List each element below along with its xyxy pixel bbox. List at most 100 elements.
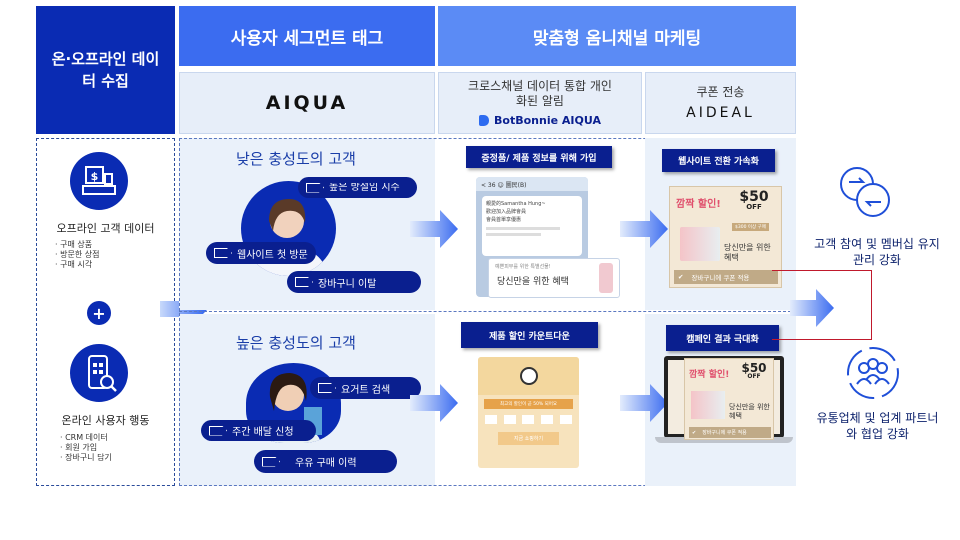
partner-group-icon [847, 347, 899, 399]
countdown-button: 지금 쇼핑하기 [498, 432, 559, 445]
aideal-logo: AIDEAL [686, 105, 755, 121]
coupon-amount: $50 [739, 189, 769, 205]
coupon-subheader-text: 쿠폰 전송 [696, 85, 745, 99]
segment-divider [179, 311, 796, 312]
chat-popup-small: 예쁜피부를 위한 특별선물! [495, 264, 551, 270]
list-item: · 회원 가입 [60, 443, 98, 452]
tag-icon [262, 456, 280, 467]
coupon-benefit: 당신만을 위한 혜택 [729, 403, 770, 420]
coupon-sale: 깜짝 할인! [676, 199, 721, 210]
high-segment-title: 높은 충성도의 고객 [236, 334, 356, 352]
segment-header-text: 사용자 세그먼트 태그 [230, 28, 384, 49]
offline-title: 오프라인 고객 데이터 [56, 222, 155, 235]
list-item: · 장바구니 담기 [60, 453, 112, 462]
arrow-high-to-coupon-icon [620, 384, 668, 422]
coupon-benefit: 당신만을 위한 혜택 [724, 243, 771, 262]
chat-bubble: 親愛的Samantha Hung~ 歡迎加入品牌會員 會員首單享優惠 [482, 196, 582, 256]
tag-icon [214, 248, 232, 258]
online-icon-circle [70, 344, 128, 402]
online-title: 온라인 사용자 행동 [61, 414, 150, 427]
coupon-sale: 깜짝 할인! [689, 370, 730, 380]
low-segment-title: 낮은 충성도의 고객 [236, 150, 356, 168]
offline-list: · 구매 상품 · 방문한 상점 · 구매 시각 [55, 240, 165, 270]
high-tag-3: 우유 구매 이력 [254, 450, 397, 473]
low-coupon-card: 깜짝 할인! $50 OFF $300 이상 구매 당신만을 위한 혜택 ✔ 장… [669, 186, 782, 288]
engagement-exchange-icon [840, 167, 890, 217]
collect-header-text: 온·오프라인 데이터 수집 [51, 50, 160, 90]
high-channel-tab: 제품 할인 카운트다운 [461, 322, 598, 348]
cross-channel-subheader: 크로스채널 데이터 통합 개인화된 알림 BotBonnie AIQUA [438, 72, 642, 134]
low-tag-2: 웹사이트 첫 방문 [206, 242, 316, 264]
botbonnie-icon [479, 114, 490, 126]
coupon-amount-box: $50 OFF [730, 189, 778, 219]
coupon-off: OFF [746, 203, 762, 211]
low-coupon-tab: 웹사이트 전환 가속화 [662, 149, 775, 172]
timer-box [485, 415, 498, 424]
collect-header: 온·오프라인 데이터 수집 [36, 6, 175, 134]
coupon-off: OFF [747, 373, 761, 380]
offline-icon-circle: $ [70, 152, 128, 210]
low-channel-tab: 증정품/ 제품 정보를 위해 가입 [466, 146, 612, 168]
low-tag-3: 장바구니 이탈 [287, 271, 421, 293]
arrow-to-outcomes-icon [790, 289, 834, 327]
list-item: · 구매 상품 [55, 240, 93, 249]
product-bottle-icon [599, 263, 613, 293]
countdown-timer [482, 415, 575, 424]
chat-line: 歡迎加入品牌會員 [486, 209, 527, 215]
aiqua-logo: AIQUA [265, 91, 349, 114]
chat-line-bar [486, 233, 542, 236]
coupon-apply-button[interactable]: ✔ 장바구니에 쿠폰 적용 [674, 270, 778, 284]
coupon-amount: $50 [741, 361, 767, 375]
chat-line: 親愛的Samantha Hung~ [486, 201, 546, 207]
mobile-search-icon [88, 355, 117, 392]
omni-header-text: 맞춤형 옴니채널 마케팅 [532, 28, 702, 49]
botbonnie-logo: BotBonnie AIQUA [479, 113, 601, 128]
arrow-low-to-channel-icon [410, 210, 458, 248]
countdown-hero [478, 357, 579, 395]
check-icon: ✔ [678, 273, 684, 281]
list-item: · 구매 시각 [55, 260, 93, 269]
engagement-text: 고객 참여 및 멤버십 유지 관리 강화 [814, 237, 940, 267]
timer-box [541, 415, 554, 424]
product-jars-icon [680, 227, 720, 261]
countdown-banner: 최고의 할인이 곧 50% 되어요 [484, 399, 573, 409]
chat-popup-text: 당신만을 위한 혜택 [497, 277, 569, 287]
coupon-subheader: 쿠폰 전송 AIDEAL [645, 72, 796, 134]
plus-icon: + [87, 301, 111, 325]
tag-icon [318, 383, 336, 393]
list-item: · 방문한 상점 [55, 250, 100, 259]
omni-header: 맞춤형 옴니채널 마케팅 [438, 6, 796, 66]
coupon-small: $300 이상 구매 [732, 223, 769, 231]
coupon-apply-button[interactable]: ✔ 장바구니에 쿠폰 적용 [689, 427, 771, 438]
red-connector [772, 270, 872, 340]
tag-icon [306, 182, 324, 193]
high-tag-1: 요거트 검색 [310, 377, 421, 399]
tag-icon [209, 425, 227, 436]
high-tag-2: 주간 배달 신청 [201, 420, 316, 441]
tag-icon [295, 277, 313, 287]
timer-box [503, 415, 516, 424]
svg-text:$: $ [91, 170, 99, 183]
coupon-amount-box: $50 OFF [735, 361, 773, 380]
cow-icon [519, 367, 538, 385]
chat-header: < 36 ☺ 圖民(B) [476, 177, 588, 191]
timer-box [559, 415, 572, 424]
cross-channel-text: 크로스채널 데이터 통합 개인화된 알림 [468, 78, 612, 108]
high-coupon-tab: 캠페인 결과 극대화 [666, 325, 779, 351]
segment-header: 사용자 세그먼트 태그 [179, 6, 435, 66]
partner-text: 유통업체 및 업계 파트너와 협업 강화 [816, 411, 939, 441]
chat-line: 會員首單享優惠 [486, 217, 522, 223]
countdown-mockup: 최고의 할인이 곧 50% 되어요 지금 쇼핑하기 [478, 357, 579, 468]
check-icon: ✔ [692, 429, 697, 436]
laptop-base [655, 437, 793, 443]
pos-terminal-icon: $ [82, 166, 116, 195]
chat-line-bar [486, 227, 560, 230]
aiqua-subheader: AIQUA [179, 72, 435, 134]
timer-box [522, 415, 535, 424]
botbonnie-logo-text: BotBonnie AIQUA [494, 113, 601, 127]
high-coupon-card: 깜짝 할인! $50 OFF 당신만을 위한 혜택 ✔ 장바구니에 쿠폰 적용 [684, 358, 774, 440]
arrow-high-to-channel-icon [410, 384, 458, 422]
product-jars-icon [691, 391, 725, 419]
chat-popup: 예쁜피부를 위한 특별선물! 당신만을 위한 혜택 [488, 258, 620, 298]
low-tag-1: 높은 방절임 지수 [298, 177, 417, 198]
